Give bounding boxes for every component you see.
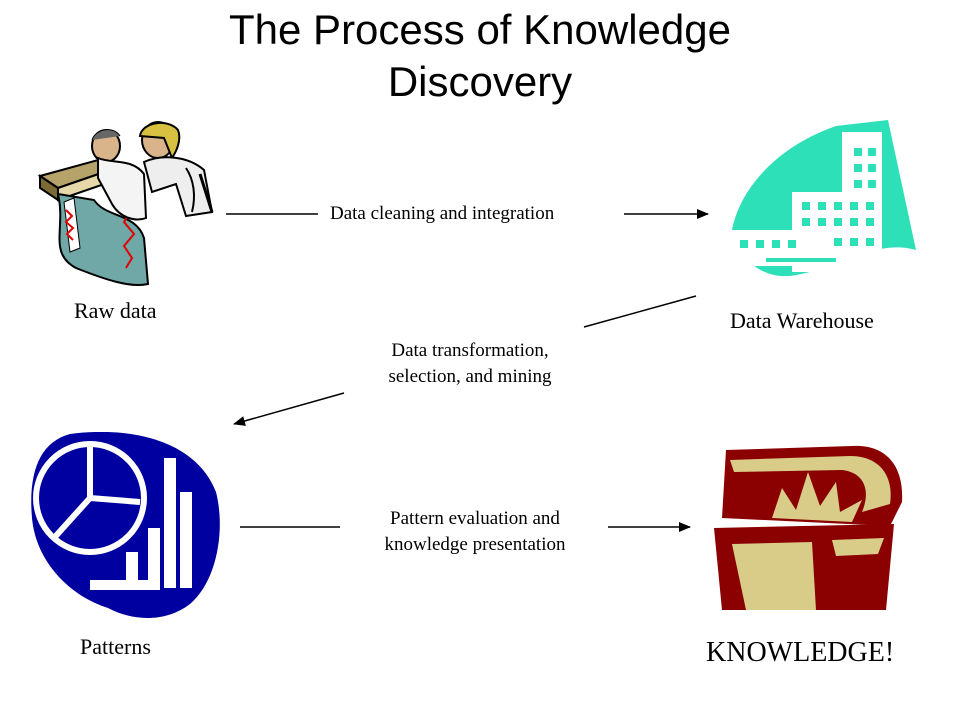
- raw-data-label: Raw data: [74, 298, 157, 323]
- title-line-1: The Process of Knowledge: [229, 6, 731, 53]
- page-title: The Process of Knowledge Discovery: [0, 4, 960, 108]
- scientists-clipart: [37, 121, 214, 286]
- step-evaluation-line-2: knowledge presentation: [384, 534, 566, 555]
- step-evaluation-label: Pattern evaluation and knowledge present…: [340, 506, 610, 558]
- step-transformation-line-1: Data transformation,: [391, 340, 549, 361]
- treasure-chest-icon: [714, 445, 903, 610]
- transformation-line: [583, 295, 697, 328]
- building-icon: [728, 120, 916, 277]
- patterns-chart-icon: [31, 432, 220, 618]
- data-warehouse-label: Data Warehouse: [730, 308, 874, 333]
- knowledge-label: KNOWLEDGE!: [706, 637, 895, 668]
- patterns-label: Patterns: [80, 634, 151, 659]
- transformation-arrow: [233, 392, 345, 426]
- step-transformation-line-2: selection, and mining: [388, 366, 552, 387]
- title-line-2: Discovery: [387, 58, 573, 105]
- step-transformation-label: Data transformation, selection, and mini…: [350, 338, 590, 390]
- step-cleaning-label: Data cleaning and integration: [330, 203, 555, 224]
- step-evaluation-line-1: Pattern evaluation and: [390, 508, 560, 529]
